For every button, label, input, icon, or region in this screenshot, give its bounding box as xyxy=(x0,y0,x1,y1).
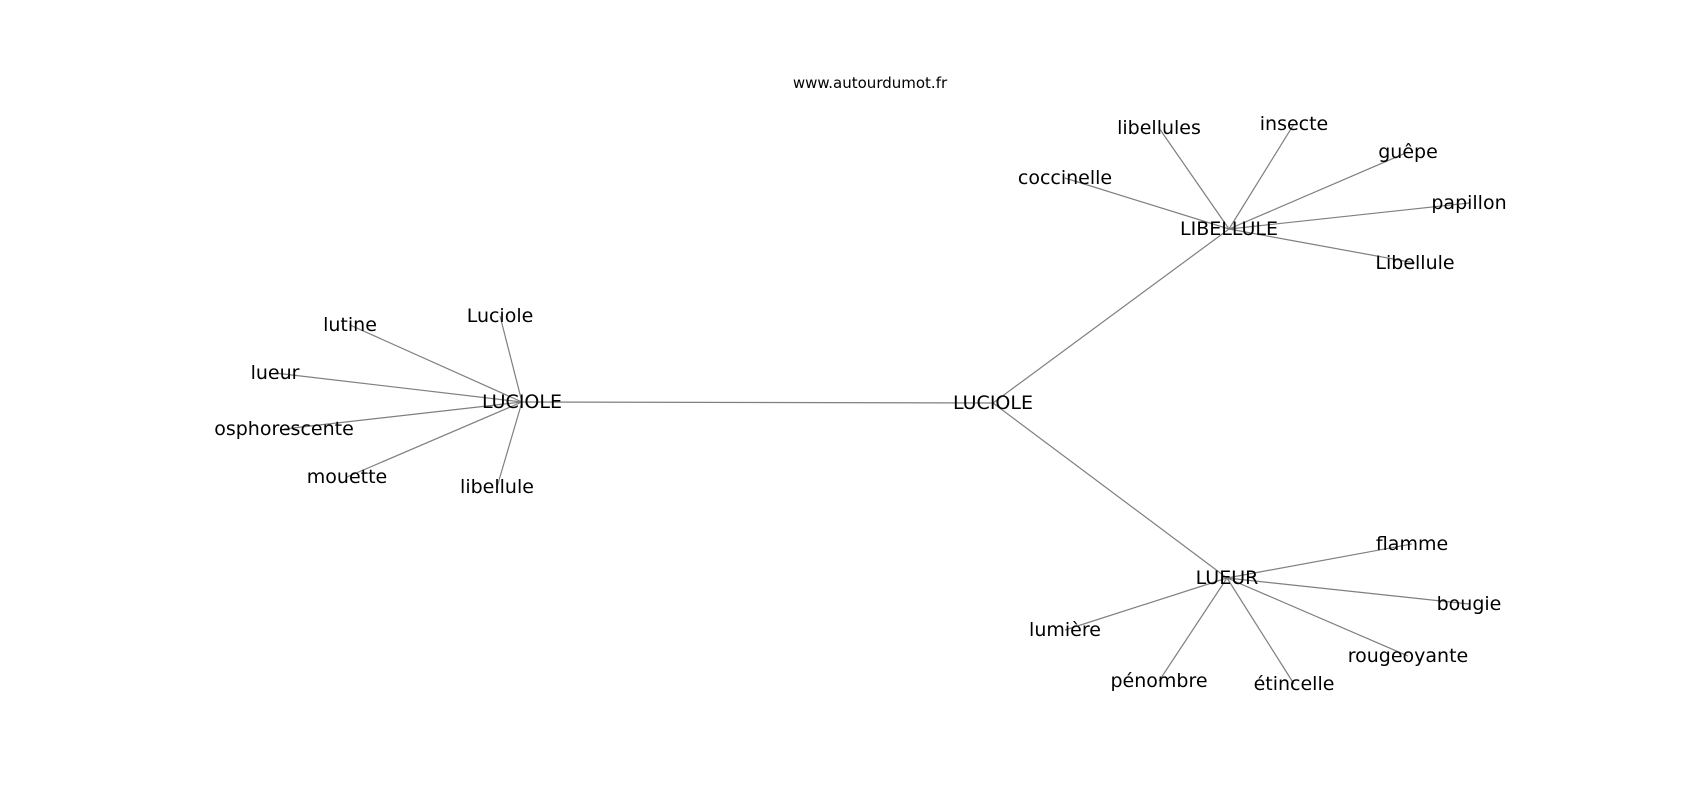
node-label-osphorescente[interactable]: osphorescente xyxy=(214,418,354,440)
source-watermark: www.autourdumot.fr xyxy=(793,74,948,92)
edge-hub-lueur-bougie xyxy=(1226,577,1470,605)
edge-hub-luciole-luciole-cap xyxy=(499,315,523,403)
edge-root-hub-luciole xyxy=(521,401,994,404)
node-label-lumiere[interactable]: lumière xyxy=(1029,619,1101,641)
node-label-coccinelle[interactable]: coccinelle xyxy=(1018,167,1112,189)
node-label-bougie[interactable]: bougie xyxy=(1437,593,1502,615)
edge-hub-libellule-coccinelle xyxy=(1064,177,1230,230)
node-label-guepe[interactable]: guêpe xyxy=(1378,141,1438,163)
edge-hub-libellule-guepe xyxy=(1228,151,1409,230)
node-label-lutine[interactable]: lutine xyxy=(323,314,377,336)
node-label-flamme[interactable]: flamme xyxy=(1376,533,1448,555)
node-label-insecte[interactable]: insecte xyxy=(1260,113,1329,135)
edge-hub-luciole-libellule xyxy=(496,401,523,488)
node-label-penombre[interactable]: pénombre xyxy=(1110,670,1207,692)
edge-hub-lueur-lumiere xyxy=(1064,577,1228,631)
edge-hub-libellule-libellule-cap xyxy=(1228,228,1416,264)
node-label-libellule[interactable]: libellule xyxy=(460,476,534,498)
node-label-papillon[interactable]: papillon xyxy=(1431,192,1506,214)
edge-hub-libellule-libellules xyxy=(1158,127,1230,230)
edge-root-hub-lueur xyxy=(992,402,1228,579)
node-label-rougeoyante[interactable]: rougeoyante xyxy=(1348,645,1469,667)
node-label-etincelle[interactable]: étincelle xyxy=(1254,673,1335,695)
node-label-lueur[interactable]: lueur xyxy=(251,362,300,384)
edge-root-hub-libellule xyxy=(992,228,1230,404)
node-label-mouette[interactable]: mouette xyxy=(307,466,387,488)
edge-hub-lueur-etincelle xyxy=(1226,577,1295,685)
node-label-hub-luciole[interactable]: LUCIOLE xyxy=(482,391,562,413)
node-label-hub-libellule[interactable]: LIBELLULE xyxy=(1180,218,1278,240)
node-label-libellule-cap[interactable]: Libellule xyxy=(1375,252,1454,274)
edge-hub-libellule-insecte xyxy=(1228,123,1295,230)
node-label-libellules[interactable]: libellules xyxy=(1117,117,1201,139)
graph-node-labels: LUCIOLE LUCIOLE LIBELLULE LUEUR Luciole lutin… xyxy=(214,113,1506,695)
edge-hub-luciole-lutine xyxy=(349,324,523,403)
edge-hub-lueur-rougeoyante xyxy=(1226,577,1409,657)
node-label-root[interactable]: LUCIOLE xyxy=(953,392,1033,414)
node-label-hub-lueur[interactable]: LUEUR xyxy=(1196,567,1259,589)
node-label-luciole-cap[interactable]: Luciole xyxy=(467,305,534,327)
edge-hub-lueur-penombre xyxy=(1158,577,1228,682)
edge-hub-libellule-papillon xyxy=(1228,202,1470,230)
graph-edges xyxy=(274,123,1470,685)
edge-hub-luciole-osphorescente xyxy=(283,401,523,430)
edge-hub-lueur-flamme xyxy=(1226,543,1413,579)
edge-hub-luciole-lueur xyxy=(274,372,523,403)
edge-hub-luciole-mouette xyxy=(346,401,523,478)
